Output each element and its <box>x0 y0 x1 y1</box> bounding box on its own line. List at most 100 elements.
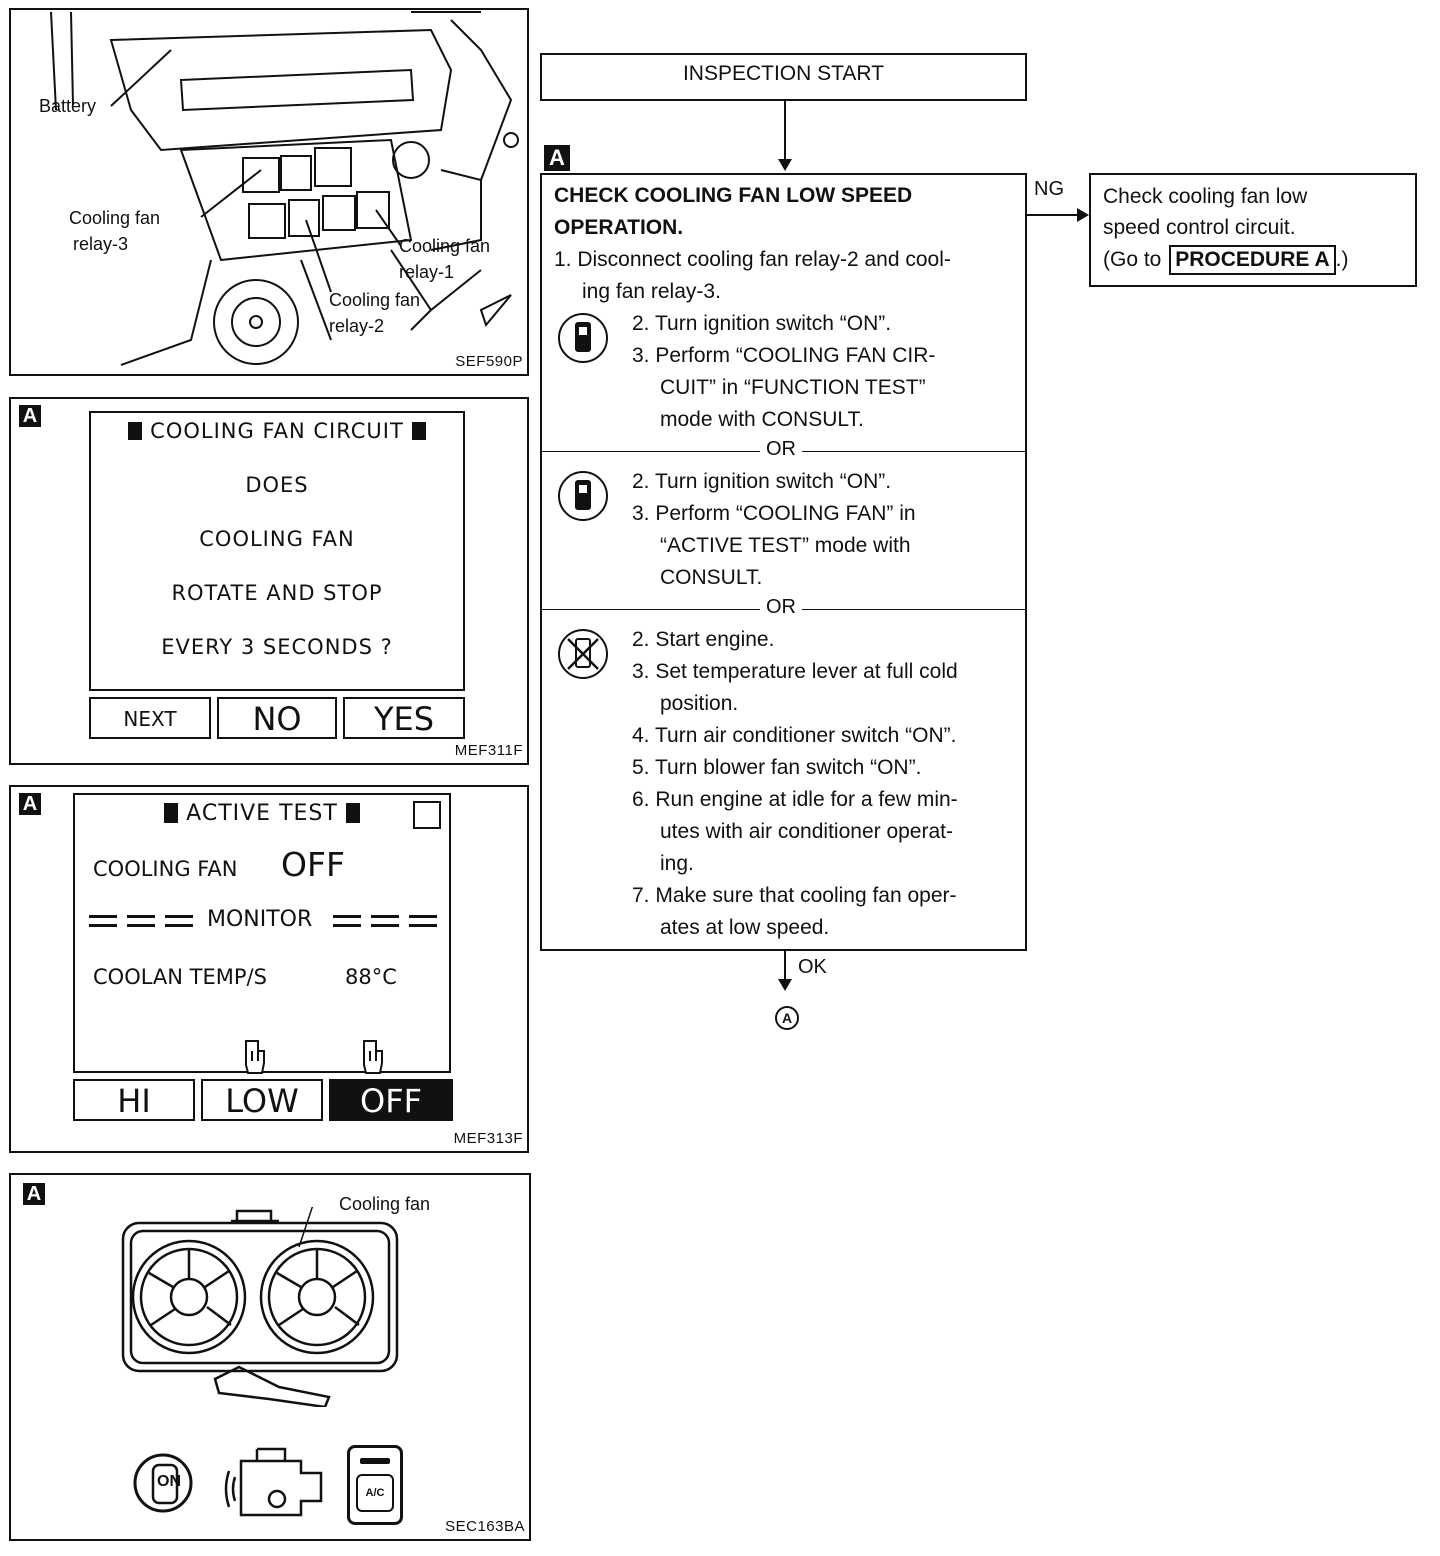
inspection-start-box: INSPECTION START <box>540 53 1027 101</box>
screen-line: ROTATE AND STOP <box>171 581 383 605</box>
figure-tag: A <box>19 793 41 815</box>
title-block-left <box>164 803 179 823</box>
ng-result-box: Check cooling fan low speed control circ… <box>1089 173 1417 287</box>
sec3-line: 4. Turn air conditioner switch “ON”. <box>632 724 957 747</box>
ng-label: NG <box>1034 178 1064 200</box>
ng-box-line3: (Go to PROCEDURE A.) <box>1103 244 1348 275</box>
goto-end-text: .) <box>1335 248 1349 271</box>
sec3-line: 5. Turn blower fan switch “ON”. <box>632 756 922 779</box>
step1-line2: ing fan relay-3. <box>582 280 721 303</box>
consult-screen: ACTIVE TEST COOLING FAN OFF MONITOR COOL… <box>73 793 451 1073</box>
sec3-line: 3. Set temperature lever at full cold <box>632 660 958 683</box>
pointing-finger-icon <box>363 1040 383 1074</box>
sec3-line: position. <box>660 692 739 715</box>
ng-box-line1: Check cooling fan low <box>1103 185 1308 208</box>
screen-line: COOLING FAN <box>199 527 355 551</box>
sec2-line: “ACTIVE TEST” mode with <box>660 534 911 557</box>
ac-switch-icon: A/C <box>347 1445 403 1525</box>
off-key-selected[interactable]: OFF <box>329 1079 453 1121</box>
sec2-line: 3. Perform “COOLING FAN” in <box>632 502 916 525</box>
no-consult-icon <box>558 629 608 679</box>
cooling-fan-label: Cooling fan <box>339 1194 431 1214</box>
figure-code: SEF590P <box>455 353 523 370</box>
screen-line: DOES <box>245 473 309 497</box>
consult-icon-body <box>575 480 591 510</box>
figure-code: MEF313F <box>453 1130 523 1147</box>
relay3-label-line1: Cooling fan <box>69 208 161 228</box>
ac-indicator <box>360 1458 390 1464</box>
sec1-line: mode with CONSULT. <box>660 408 864 431</box>
consult-icon <box>558 313 608 363</box>
relay2-label-line1: Cooling fan <box>329 290 421 310</box>
step1-line1: 1. Disconnect cooling fan relay-2 and co… <box>554 248 951 271</box>
engine-running-icon <box>224 1447 323 1517</box>
monitor-label: MONITOR <box>207 907 313 932</box>
goto-text: (Go to <box>1103 248 1162 271</box>
sec2-line: CONSULT. <box>660 566 763 589</box>
ng-box-line2: speed control circuit. <box>1103 216 1296 239</box>
no-consult-icon-body <box>575 638 591 668</box>
inspection-start-text: INSPECTION START <box>682 62 885 85</box>
screen-line: EVERY 3 SECONDS ? <box>161 635 393 659</box>
active-test-figure: A ACTIVE TEST COOLING FAN OFF MONITOR CO… <box>9 785 529 1153</box>
consult-icon-body <box>575 322 591 352</box>
hi-key[interactable]: HI <box>73 1079 195 1121</box>
figure-tag: A <box>23 1183 45 1205</box>
consult-icon-screen <box>579 327 587 335</box>
sec1-line: 3. Perform “COOLING FAN CIR- <box>632 344 936 367</box>
item-value: OFF <box>281 845 345 884</box>
check-box: CHECK COOLING FAN LOW SPEED OPERATION. 1… <box>540 173 1027 951</box>
figure-code: SEC163BA <box>445 1518 525 1535</box>
connector-a-label: A <box>781 1010 793 1026</box>
divider-right <box>333 915 437 927</box>
yes-key[interactable]: YES <box>343 697 465 739</box>
relay-location-figure: Battery Cooling fan relay-3 Cooling fan … <box>9 8 529 376</box>
sec3-line: utes with air conditioner operat- <box>660 820 953 843</box>
engine-bay-illustration <box>50 11 519 366</box>
function-test-figure: A COOLING FAN CIRCUIT DOES COOLING FAN R… <box>9 397 529 765</box>
or-label: OR <box>760 438 802 461</box>
low-key[interactable]: LOW <box>201 1079 323 1121</box>
sec2-line: 2. Turn ignition switch “ON”. <box>632 470 892 493</box>
sensor-value: 88°C <box>345 965 397 989</box>
sec3-line: 2. Start engine. <box>632 628 775 651</box>
cooling-fan-illustration <box>121 1207 399 1407</box>
sensor-label: COOLAN TEMP/S <box>93 965 267 989</box>
consult-icon-screen <box>579 485 587 493</box>
sec3-line: ing. <box>660 852 694 875</box>
ac-button: A/C <box>356 1474 394 1512</box>
ignition-on-text: ON <box>157 1473 181 1490</box>
title-block-right <box>345 803 360 823</box>
sec1-line: CUIT” in “FUNCTION TEST” <box>660 376 926 399</box>
next-key[interactable]: NEXT <box>89 697 211 739</box>
cooling-fan-figure: A Cooling fan ON <box>9 1173 531 1541</box>
ignition-on-icon <box>133 1453 193 1513</box>
ac-button-label: A/C <box>365 1487 385 1499</box>
procedure-a-link[interactable]: PROCEDURE A <box>1169 245 1336 275</box>
figure-code: MEF311F <box>454 742 523 759</box>
relay1-label-line1: Cooling fan <box>399 236 491 256</box>
check-heading-line2: OPERATION. <box>554 216 684 239</box>
divider-left <box>89 915 193 927</box>
checkbox[interactable] <box>413 801 441 829</box>
consult-screen: COOLING FAN CIRCUIT DOES COOLING FAN ROT… <box>89 411 465 691</box>
flow-arrow-right <box>1027 208 1089 222</box>
relay1-label-line2: relay-1 <box>399 262 455 282</box>
screen-title-text: COOLING FAN CIRCUIT <box>150 419 404 443</box>
title-block-right <box>411 422 426 440</box>
title-block-left <box>128 422 143 440</box>
pointing-finger-icon <box>245 1040 265 1074</box>
monitor-divider: MONITOR <box>89 907 437 937</box>
consult-icon <box>558 471 608 521</box>
prohibited-cross <box>567 638 599 670</box>
no-key[interactable]: NO <box>217 697 337 739</box>
sec3-line: ates at low speed. <box>660 916 830 939</box>
relay2-label-line2: relay-2 <box>329 316 385 336</box>
check-heading-line1: CHECK COOLING FAN LOW SPEED <box>554 184 913 207</box>
ok-label: OK <box>798 956 827 978</box>
or-label: OR <box>760 596 802 619</box>
battery-label: Battery <box>39 96 97 116</box>
step-tag: A <box>544 145 570 171</box>
flow-arrow-down <box>778 101 792 171</box>
figure-tag: A <box>19 405 41 427</box>
